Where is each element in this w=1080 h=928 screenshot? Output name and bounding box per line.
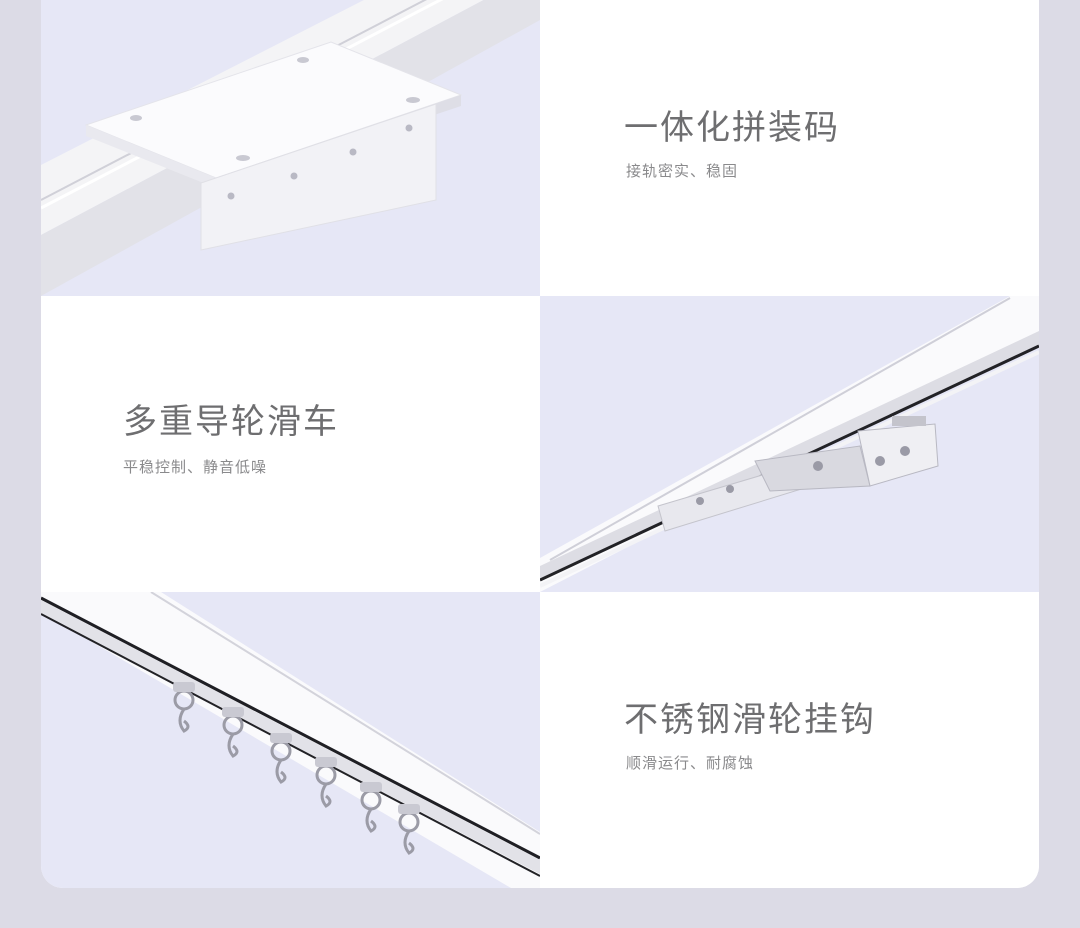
feature-subtitle: 接轨密实、稳固 xyxy=(626,162,739,180)
feature-title: 多重导轮滑车 xyxy=(123,402,339,442)
connector-bracket-image xyxy=(41,0,540,296)
feature-block-carriage: 多重导轮滑车 平稳控制、静音低噪 xyxy=(41,296,540,592)
feature-block-hooks: 不锈钢滑轮挂钩 顺滑运行、耐腐蚀 xyxy=(540,592,1039,888)
feature-grid-card: 一体化拼装码 接轨密实、稳固 多重导轮滑车 平稳控制、静音低噪 xyxy=(41,0,1039,888)
feature-title: 不锈钢滑轮挂钩 xyxy=(624,700,876,740)
pulley-hooks-image xyxy=(41,592,540,888)
feature-title: 一体化拼装码 xyxy=(624,108,840,148)
feature-subtitle: 平稳控制、静音低噪 xyxy=(123,458,268,476)
feature-block-connector: 一体化拼装码 接轨密实、稳固 xyxy=(540,0,1039,296)
feature-subtitle: 顺滑运行、耐腐蚀 xyxy=(626,754,755,772)
guide-wheel-carriage-image xyxy=(540,296,1039,592)
